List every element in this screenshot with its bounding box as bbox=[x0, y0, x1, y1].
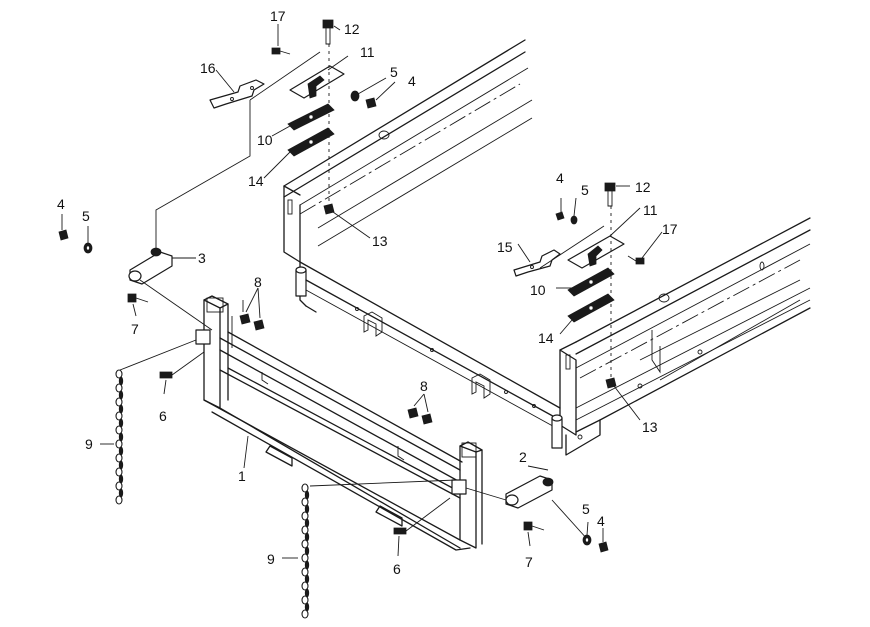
callout-5-upper-right: 5 bbox=[581, 182, 589, 198]
callout-7-left: 7 bbox=[131, 321, 139, 337]
small-hardware bbox=[58, 229, 609, 553]
chain-left-link bbox=[115, 411, 123, 421]
callout-8-left: 8 bbox=[254, 274, 262, 290]
chain-left-link bbox=[115, 397, 123, 407]
chain-left-link bbox=[115, 383, 123, 393]
callout-4-lower-right: 4 bbox=[597, 513, 605, 529]
callout-labels: 1 2 3 4 4 4 4 5 5 5 5 6 6 7 7 8 8 9 9 10… bbox=[57, 8, 678, 577]
callout-4-top: 4 bbox=[408, 73, 416, 89]
leader-lines bbox=[61, 24, 663, 559]
callout-5-left: 5 bbox=[82, 208, 90, 224]
callout-9-left: 9 bbox=[85, 436, 93, 452]
callout-3: 3 bbox=[198, 250, 206, 266]
truck-bed-body bbox=[283, 39, 811, 456]
chain-right-link bbox=[301, 609, 309, 619]
chain-left-link bbox=[115, 467, 123, 477]
callout-5-lower-right: 5 bbox=[582, 501, 590, 517]
callout-14-right: 14 bbox=[538, 330, 554, 346]
chain-left-link bbox=[115, 453, 123, 463]
callout-10-left: 10 bbox=[257, 132, 273, 148]
callout-7-right: 7 bbox=[525, 554, 533, 570]
chain-right-link bbox=[301, 595, 309, 605]
chain-left-link bbox=[115, 369, 123, 379]
callout-15: 15 bbox=[497, 239, 513, 255]
chain-left-link bbox=[115, 439, 123, 449]
upper-hinge-assembly-left bbox=[209, 19, 377, 215]
chain-left-link bbox=[115, 495, 123, 505]
chain-left bbox=[115, 339, 197, 505]
upper-hinge-assembly-right bbox=[513, 182, 645, 389]
chain-right-link bbox=[301, 511, 309, 521]
callout-13-left: 13 bbox=[372, 233, 388, 249]
callout-1: 1 bbox=[238, 468, 246, 484]
hinge-arm-left bbox=[128, 100, 251, 331]
callout-9-right: 9 bbox=[267, 551, 275, 567]
chain-right-link bbox=[301, 567, 309, 577]
callout-11-left: 11 bbox=[360, 44, 375, 60]
callout-2: 2 bbox=[519, 449, 527, 465]
callout-8-right: 8 bbox=[420, 378, 428, 394]
chain-right-link bbox=[301, 581, 309, 591]
chain-left-link bbox=[115, 425, 123, 435]
callout-11-right: 11 bbox=[643, 202, 658, 218]
chain-left-link bbox=[115, 481, 123, 491]
callout-12-left: 12 bbox=[344, 21, 360, 37]
callout-5-top: 5 bbox=[390, 64, 398, 80]
callout-6-right: 6 bbox=[393, 561, 401, 577]
tailgate-frame bbox=[195, 295, 483, 551]
callout-17-top: 17 bbox=[270, 8, 286, 24]
callout-10-right: 10 bbox=[530, 282, 546, 298]
callout-4-upper-right: 4 bbox=[556, 170, 564, 186]
callout-16: 16 bbox=[200, 60, 216, 76]
hinge-arm-right bbox=[465, 475, 589, 541]
chain-right-link bbox=[301, 553, 309, 563]
callout-14-left: 14 bbox=[248, 173, 264, 189]
callout-12-right: 12 bbox=[635, 179, 651, 195]
chain-right-link bbox=[301, 497, 309, 507]
callout-13-right: 13 bbox=[642, 419, 658, 435]
chain-right-link bbox=[301, 539, 309, 549]
chain-right bbox=[301, 479, 457, 619]
callout-6-left: 6 bbox=[159, 408, 167, 424]
callout-4-left: 4 bbox=[57, 196, 65, 212]
chain-right-link bbox=[301, 483, 309, 493]
chain-right-link bbox=[301, 525, 309, 535]
callout-17-right: 17 bbox=[662, 221, 678, 237]
